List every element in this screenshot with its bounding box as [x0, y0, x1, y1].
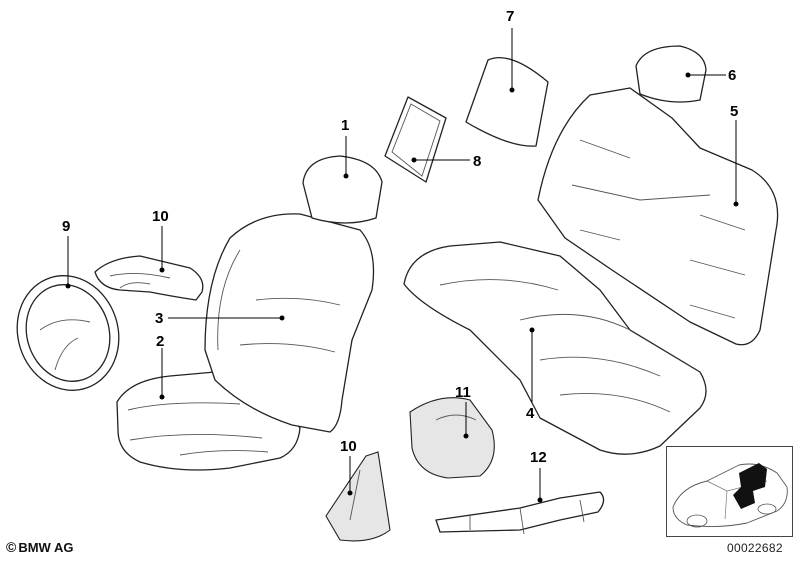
callout-7: 7 — [506, 8, 514, 25]
handbrake-lever-part — [435, 491, 605, 535]
callout-2: 2 — [156, 333, 164, 350]
car-silhouette-icon — [672, 463, 788, 528]
callout-12: 12 — [530, 449, 547, 466]
callout-9: 9 — [62, 218, 70, 235]
callout-4: 4 — [526, 405, 535, 422]
callout-10-upper: 10 — [152, 208, 169, 225]
diagram-id: 00022682 — [727, 541, 783, 555]
callout-11: 11 — [455, 384, 471, 401]
headrest-front-part — [302, 155, 383, 224]
headrest-rear-pad-part — [465, 56, 549, 147]
callout-5: 5 — [730, 103, 738, 120]
vehicle-locator-inset — [666, 446, 793, 537]
copyright-notice: ©BMW AG — [6, 539, 73, 555]
gear-boot-part — [409, 397, 495, 479]
callout-1: 1 — [341, 117, 349, 134]
seat-backrest-part — [204, 213, 375, 433]
rear-backrest-part — [537, 87, 779, 346]
callout-10-lower: 10 — [340, 438, 357, 455]
gear-gaiter-part — [325, 451, 391, 542]
armrest-cover-part — [94, 255, 204, 301]
panel-cover-part — [384, 96, 447, 183]
callout-6: 6 — [728, 67, 736, 84]
callout-8: 8 — [473, 153, 481, 170]
copyright-owner: BMW AG — [18, 540, 74, 555]
steering-wheel-part — [16, 275, 120, 391]
copyright-symbol: © — [6, 539, 17, 555]
rear-headrest-part — [635, 45, 707, 103]
rear-cushion-part — [403, 241, 707, 455]
callout-leaders — [65, 28, 739, 503]
callout-3: 3 — [155, 310, 163, 327]
